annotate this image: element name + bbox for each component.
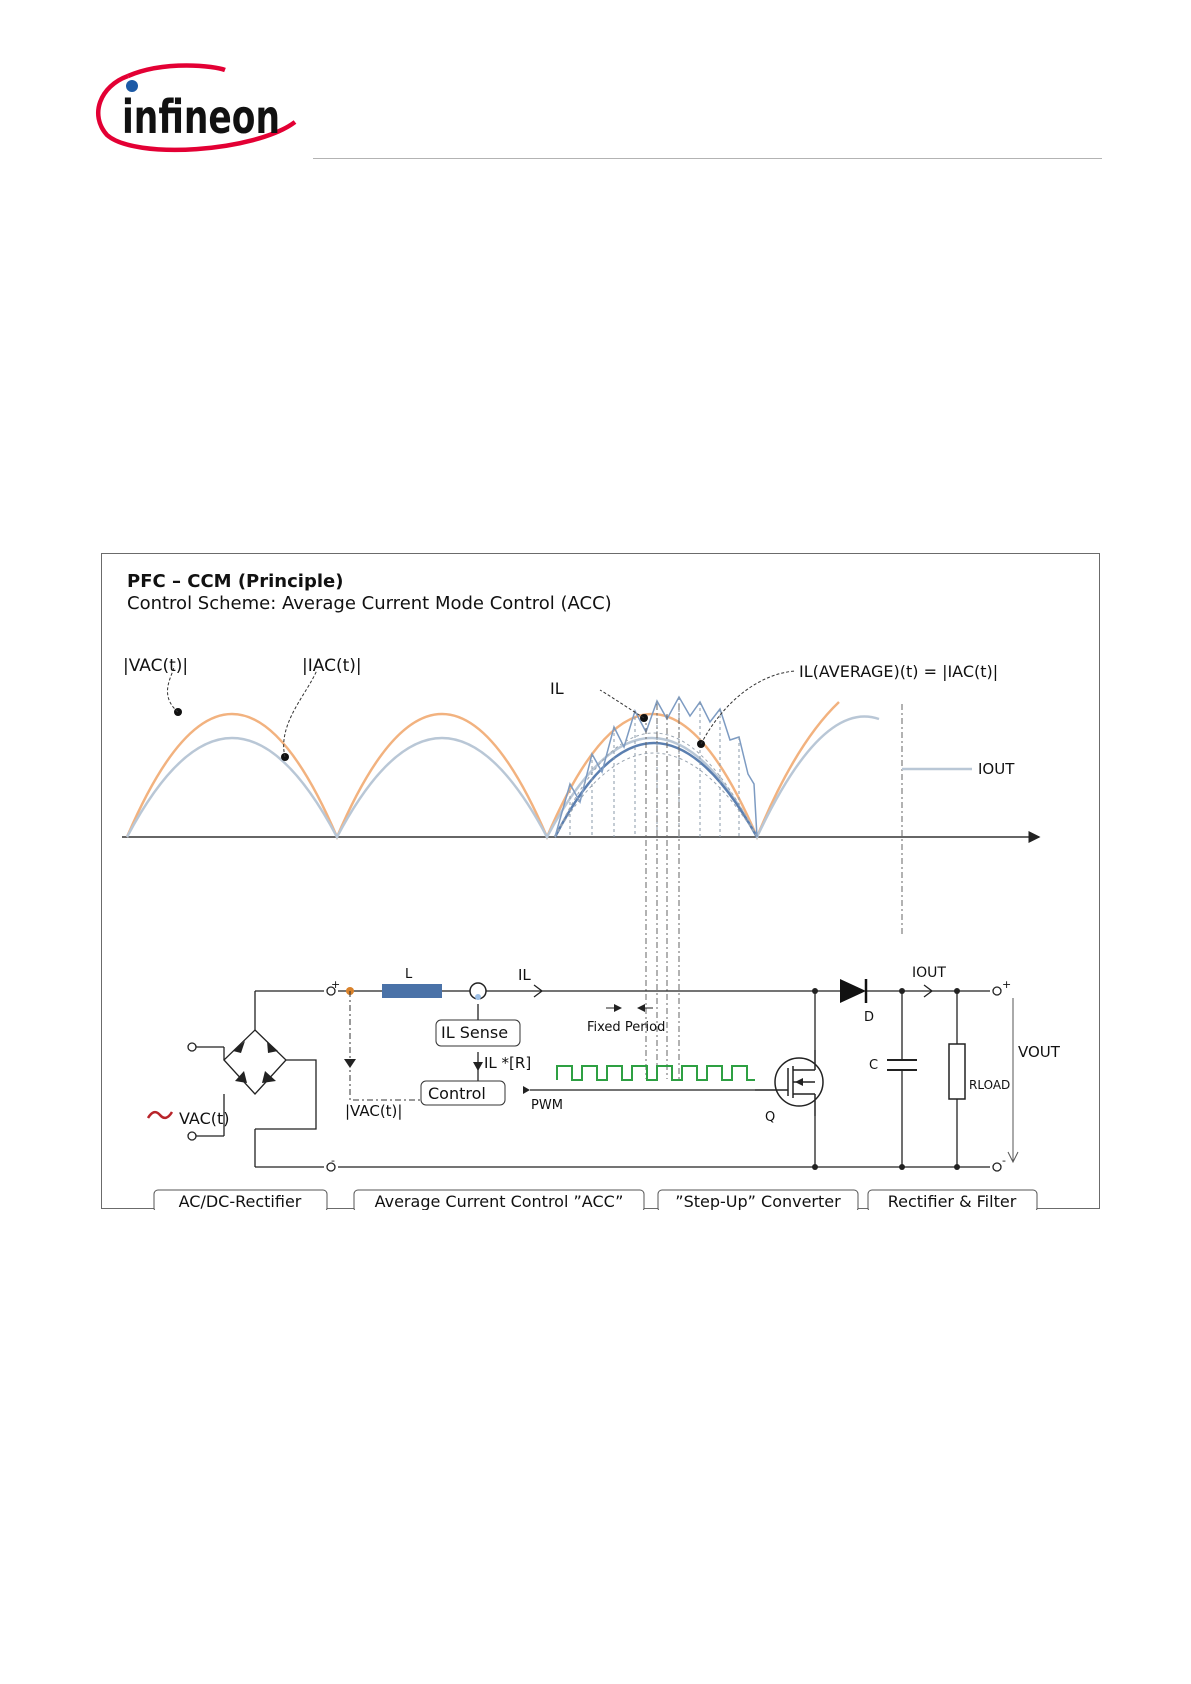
iout-wave-label: IOUT [978, 760, 1015, 778]
section-boost: ”Step-Up” Converter [675, 1192, 841, 1210]
svg-text:+: + [331, 978, 340, 991]
svg-text:VAC(t): VAC(t) [179, 1109, 230, 1128]
figure-subtitle: Control Scheme: Average Current Mode Con… [127, 593, 612, 614]
il-average-waveform [553, 742, 759, 838]
svg-text:IL *[R]: IL *[R] [484, 1054, 531, 1072]
vac-label: |VAC(t)| [123, 656, 188, 676]
svg-text:Control: Control [428, 1084, 486, 1103]
iac-waveform [125, 715, 880, 840]
header-rule [313, 158, 1102, 159]
section-acc: Average Current Control ”ACC” [375, 1192, 624, 1210]
svg-text:C: C [869, 1058, 878, 1073]
svg-text:-: - [331, 1154, 335, 1167]
il-ripple-waveform [554, 695, 758, 838]
pfc-diagram: |VAC(t)| |IAC(t)| IL IL(AVERAGE)(t) = |I… [122, 656, 1061, 1210]
svg-text:L: L [405, 967, 413, 982]
svg-text:IL Sense: IL Sense [441, 1023, 508, 1042]
svg-text:|VAC(t)|: |VAC(t)| [345, 1102, 402, 1120]
svg-text:VOUT: VOUT [1018, 1043, 1061, 1061]
svg-text:RLOAD: RLOAD [969, 1078, 1010, 1092]
iac-label: |IAC(t)| [302, 656, 362, 676]
load-resistor [948, 1043, 966, 1100]
svg-text:PWM: PWM [531, 1098, 563, 1113]
il-average-label: IL(AVERAGE)(t) = |IAC(t)| [799, 662, 998, 681]
svg-text:IL: IL [518, 966, 531, 984]
vac-waveform [125, 701, 840, 841]
svg-text:infineon: infineon [122, 90, 280, 144]
pwm-signal [556, 1065, 755, 1081]
svg-text:+: + [1002, 978, 1011, 991]
section-rectifier: AC/DC-Rectifier [179, 1192, 302, 1210]
figure-title: PFC – CCM (Principle) [127, 571, 344, 592]
svg-text:-: - [1002, 1154, 1006, 1167]
section-filter: Rectifier & Filter [888, 1192, 1017, 1210]
svg-text:Q: Q [765, 1110, 775, 1125]
svg-text:Fixed Period: Fixed Period [587, 1020, 665, 1035]
svg-text:IOUT: IOUT [912, 965, 946, 981]
diode-d [840, 979, 866, 1003]
infineon-logo: infineon [96, 63, 297, 153]
pfc-figure: |VAC(t)| |IAC(t)| IL IL(AVERAGE)(t) = |I… [101, 553, 1100, 1210]
svg-text:D: D [864, 1010, 874, 1025]
il-label: IL [550, 679, 564, 698]
